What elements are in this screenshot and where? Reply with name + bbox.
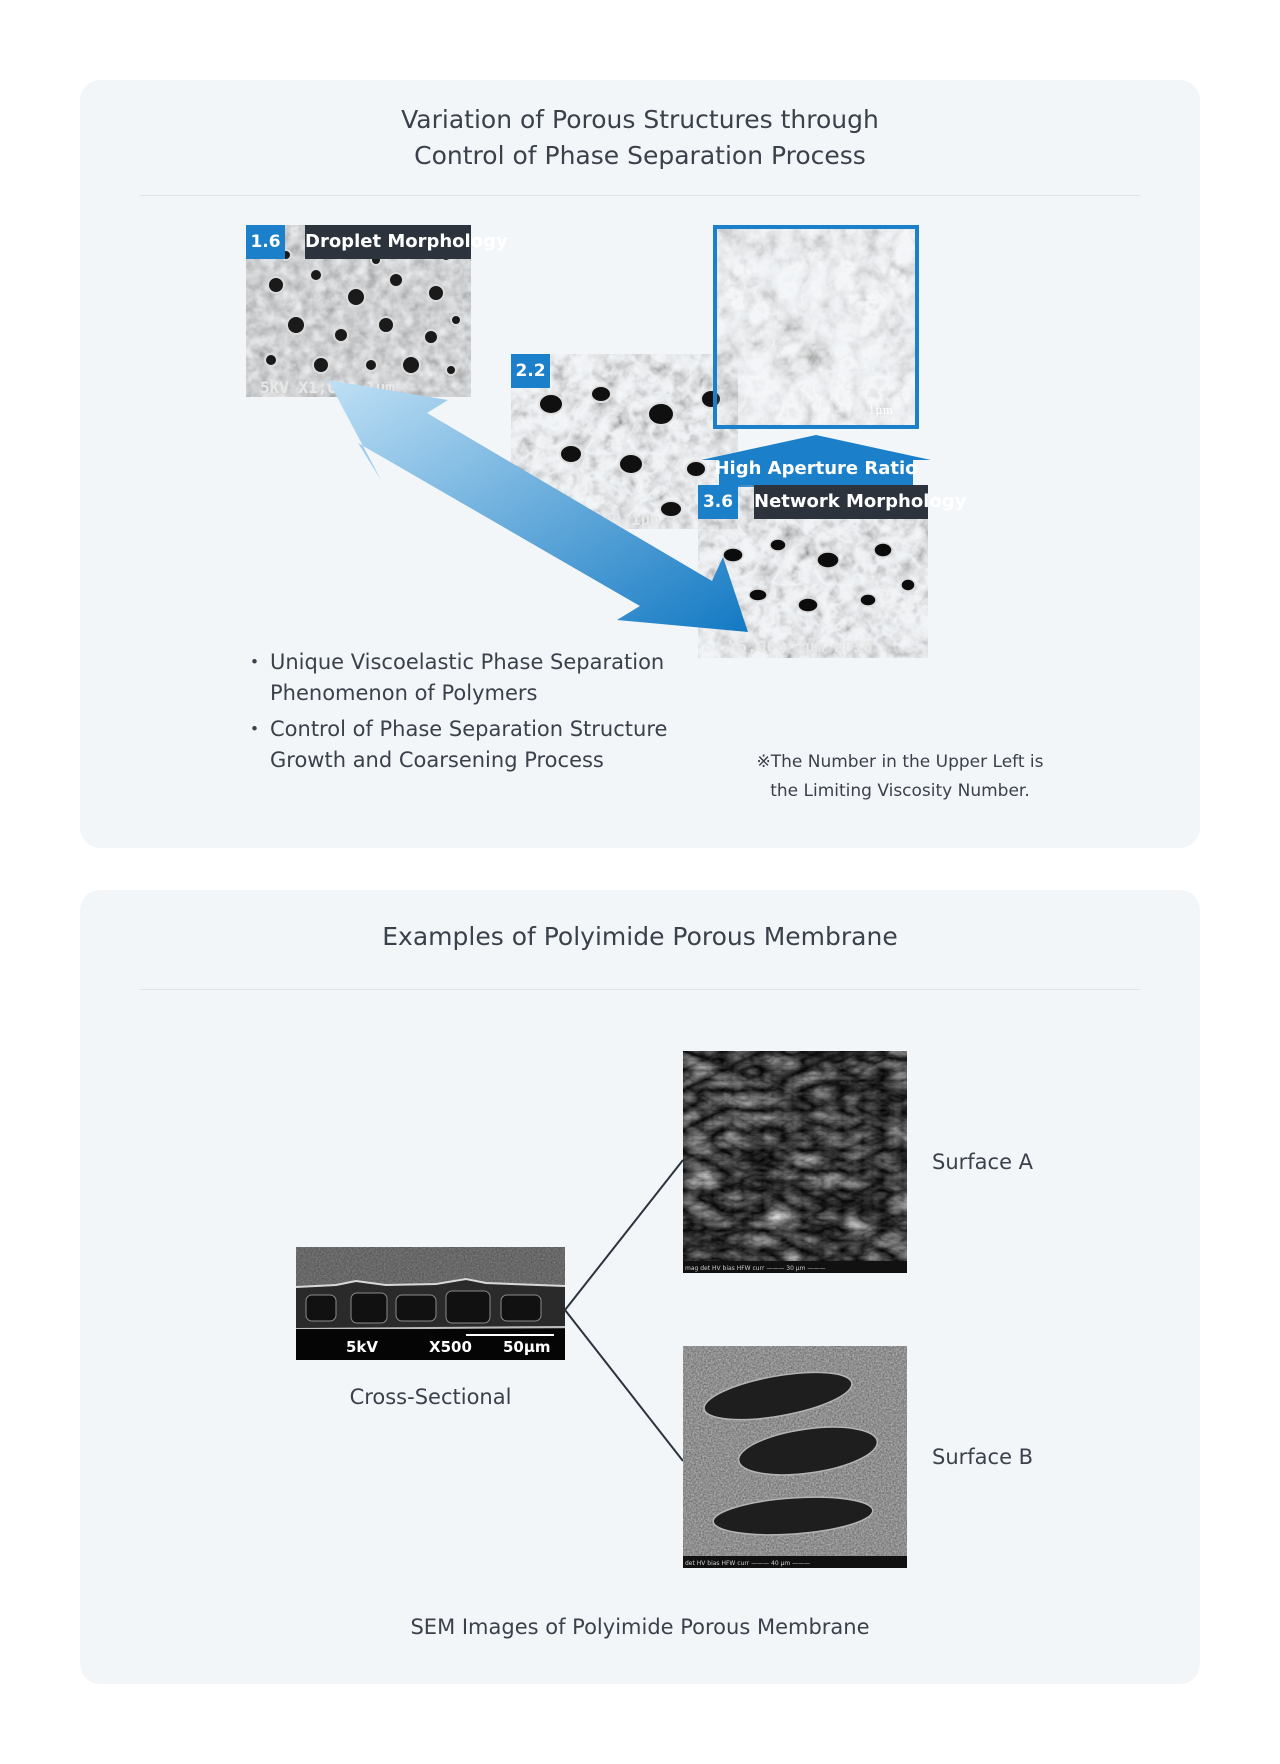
- cross-section-label: Cross-Sectional: [349, 1385, 512, 1409]
- cross-section-scale: 50μm: [503, 1338, 551, 1356]
- network-morphology-tag: Network Morphology: [754, 485, 966, 519]
- feature-bullet-list: Unique Viscoelastic Phase Separation Phe…: [244, 647, 690, 781]
- cross-section-sem-image: 5kV X500 50μm: [296, 1247, 565, 1360]
- connector-lines: [564, 1159, 684, 1462]
- panel1-title-line1: Variation of Porous Structures through: [401, 105, 879, 134]
- cross-section-kv: 5kV: [346, 1338, 379, 1356]
- surface-b-sem-image: det HV bias HFW curr ——— 40 μm ———: [683, 1346, 907, 1568]
- network-scale-overlay: 1μm: [868, 404, 893, 417]
- phase-separation-panel: Variation of Porous Structures through C…: [80, 80, 1200, 848]
- high-aperture-label: High Aperture Ratio: [714, 458, 918, 479]
- viscosity-badge-1-6: 1.6: [246, 225, 285, 259]
- viscosity-footnote: ※The Number in the Upper Left is the Lim…: [750, 748, 1050, 806]
- panel2-divider: [140, 989, 1140, 990]
- sem-caption: SEM Images of Polyimide Porous Membrane: [410, 1615, 870, 1639]
- bullet-item: Unique Viscoelastic Phase Separation Phe…: [244, 647, 690, 709]
- control-double-arrow: [328, 380, 748, 632]
- surface-a-footer: mag det HV bias HFW curr ——— 30 μm ———: [685, 1265, 826, 1272]
- footnote-line2: the Limiting Viscosity Number.: [770, 781, 1030, 801]
- panel1-divider: [140, 195, 1140, 196]
- surface-b-label: Surface B: [932, 1445, 1034, 1469]
- network-image-overlay: X5,000 1μm WD16: [728, 637, 873, 656]
- panel1-title-line2: Control of Phase Separation Process: [414, 141, 866, 170]
- high-aperture-network-sem-image: 1μm: [713, 225, 919, 429]
- panel2-title: Examples of Polyimide Porous Membrane: [382, 922, 898, 951]
- surface-b-footer: det HV bias HFW curr ——— 40 μm ———: [685, 1560, 811, 1567]
- surface-a-label: Surface A: [932, 1150, 1034, 1174]
- viscosity-badge-2-2: 2.2: [511, 354, 550, 388]
- bullet-item: Control of Phase Separation Structure Gr…: [244, 714, 690, 776]
- surface-a-sem-image: mag det HV bias HFW curr ——— 30 μm ———: [683, 1051, 907, 1273]
- footnote-line1: ※The Number in the Upper Left is: [756, 752, 1044, 772]
- high-aperture-arrow: High Aperture Ratio: [701, 435, 931, 487]
- droplet-morphology-tag: Droplet Morphology: [305, 225, 508, 259]
- membrane-examples-panel: Examples of Polyimide Porous Membrane 5k…: [80, 890, 1200, 1684]
- cross-section-mag: X500: [429, 1338, 472, 1356]
- viscosity-badge-3-6: 3.6: [698, 485, 738, 519]
